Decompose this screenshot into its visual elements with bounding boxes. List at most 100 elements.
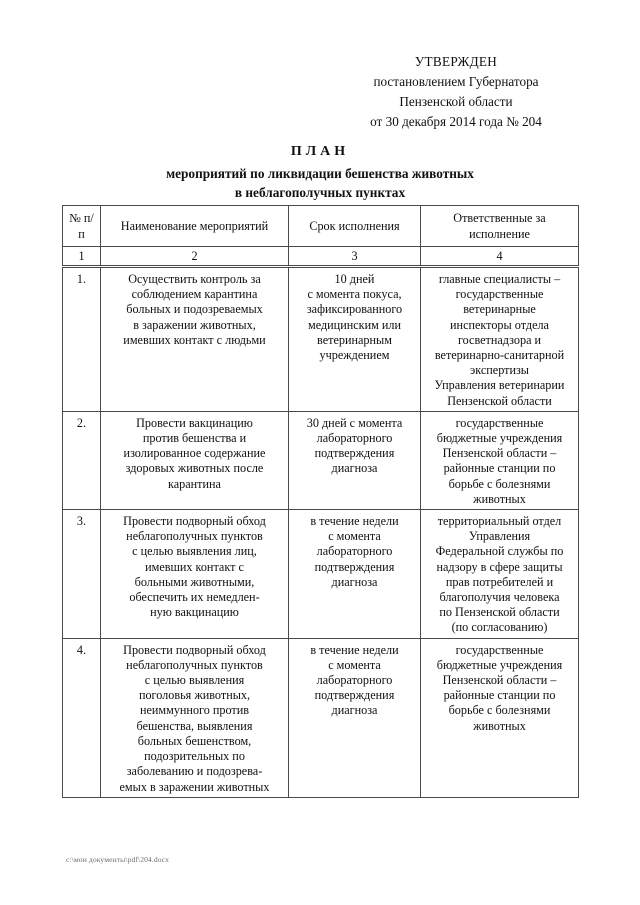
cell-text-line: подтверждения <box>314 559 395 574</box>
cell-text-line: емых в заражении животных <box>119 779 270 794</box>
cell-text-line: больными животными, <box>134 574 255 589</box>
cell-text-line: государственные <box>455 415 544 430</box>
cell-text-line: ветеринарные <box>463 302 536 317</box>
header-term-line-1: Срок <box>309 219 336 233</box>
cell-text-line: бюджетные учреждения <box>436 657 563 672</box>
document-title-block: ПЛАН мероприятий по ликвидации бешенства… <box>62 142 578 202</box>
cell-text-line: обеспечить их немедлен- <box>129 590 260 605</box>
title-subtitle-line-1: мероприятий по ликвидации бешенства живо… <box>166 166 474 181</box>
cell-text-line: больных бешенством, <box>137 733 252 748</box>
cell-text-line: больных и подозреваемых <box>126 302 263 317</box>
cell-text-line: борьбе с болезнями <box>448 476 551 491</box>
cell-text-line: с момента <box>328 529 381 544</box>
cell-text-line: диагноза <box>331 461 378 476</box>
cell-text-line: ную вакцинацию <box>150 605 239 620</box>
header-measure-line-1: Наименование <box>120 219 197 233</box>
cell-text-line: медицинским или <box>308 317 401 332</box>
header-cell-measure: Наименование мероприятий <box>100 205 289 247</box>
cell-text-line: Управления <box>468 529 531 544</box>
table-column-numbering-row: 1 2 3 4 <box>62 246 579 268</box>
cell-text-line: Провести подворный обход <box>123 642 266 657</box>
row-index: 2. <box>62 410 101 511</box>
cell-text-line: главные специалисты – <box>438 272 561 286</box>
cell-text-line: изолированное содержание <box>123 446 266 461</box>
row-index: 1. <box>62 266 101 412</box>
cell-text-line: надзору в сфере защиты <box>436 559 563 574</box>
cell-text-line: инспекторы отдела <box>450 317 549 332</box>
cell-text-line: Управления ветеринарии <box>434 378 565 393</box>
cell-text-line: с момента <box>328 657 381 672</box>
cell-text-line: поголовья животных, <box>138 688 251 703</box>
title-subtitle-line-2: в неблагополучных пунктах <box>234 185 406 200</box>
cell-text-line: подозрительных по <box>144 749 245 764</box>
header-responsible-line-1: Ответственные <box>453 211 533 225</box>
cell-text-line: неблагополучных пунктов <box>126 657 263 672</box>
cell-text-line: имевших контакт с людьми <box>123 332 266 347</box>
header-number-line-2: п/п <box>78 211 94 241</box>
cell-text-line: Пензенской области – <box>442 446 557 461</box>
cell-text-line: государственные <box>455 642 544 657</box>
cell-text-line: 30 дней с момента <box>306 415 403 430</box>
cell-text-line: в течение недели <box>310 514 399 529</box>
cell-text-line: лабораторного <box>316 673 393 688</box>
cell-text-line: животных <box>473 718 526 733</box>
approval-line-4: от 30 декабря 2014 года № 204 <box>370 114 542 129</box>
cell-text-line: карантина <box>168 476 221 491</box>
cell-text-line: с момента покуса, <box>307 287 402 302</box>
cell-text-line: животных <box>473 491 526 506</box>
cell-text-line: подтверждения <box>314 446 395 461</box>
column-number-1: 1 <box>62 246 101 268</box>
cell-text-line: районные станции по <box>443 461 556 476</box>
cell-text-line: территориальный отдел <box>437 514 562 529</box>
cell-text-line: заболеванию и подозрева- <box>126 764 263 779</box>
cell-text-line: с целью выявления лиц, <box>132 544 257 559</box>
header-responsible-line-2: за исполнение <box>469 211 546 241</box>
cell-text-line: лабораторного <box>316 544 393 559</box>
cell-text-line: Федеральной службы по <box>435 544 564 559</box>
cell-text-line: 10 дней <box>334 272 375 286</box>
cell-text-line: соблюдением карантина <box>131 287 258 302</box>
header-cell-number: № п/п <box>62 205 101 247</box>
approval-line-3: Пензенской области <box>399 94 513 109</box>
cell-text-line: по Пензенской области <box>439 605 560 620</box>
header-cell-responsible: Ответственные за исполнение <box>420 205 579 247</box>
cell-text-line: здоровых животных после <box>125 461 264 476</box>
header-number-line-1: № <box>69 211 81 225</box>
cell-text-line: государственные <box>455 287 544 302</box>
column-number-3: 3 <box>288 246 421 268</box>
cell-text-line: ветеринарно-санитарной <box>434 348 565 363</box>
cell-text-line: Провести подворный обход <box>123 514 266 529</box>
cell-text-line: госветнадзора и <box>457 332 542 347</box>
approval-line-2: постановлением Губернатора <box>373 74 539 89</box>
footer-file-path: c:\мои документы\pdf\204.docx <box>66 855 170 864</box>
row-index: 4. <box>62 637 101 798</box>
table-header-row: № п/п Наименование мероприятий Срок испо… <box>62 205 579 247</box>
column-number-4: 4 <box>420 246 579 268</box>
cell-text-line: Осуществить контроль за <box>128 272 261 286</box>
cell-text-line: Пензенской области – <box>442 673 557 688</box>
cell-text-line: диагноза <box>331 703 378 718</box>
cell-text-line: в течение недели <box>310 642 399 657</box>
header-term-line-2: исполнения <box>338 219 400 233</box>
cell-text-line: учреждением <box>319 348 390 363</box>
plan-table: № п/п Наименование мероприятий Срок испо… <box>62 205 579 798</box>
cell-text-line: неиммунного против <box>139 703 250 718</box>
cell-text-line: Провести вакцинацию <box>136 415 253 430</box>
cell-text-line: зафиксированного <box>306 302 403 317</box>
cell-text-line: подтверждения <box>314 688 395 703</box>
cell-text-line: ветеринарным <box>317 332 392 347</box>
cell-text-line: борьбе с болезнями <box>448 703 551 718</box>
approval-block: УТВЕРЖДЕН постановлением Губернатора Пен… <box>330 52 582 132</box>
row-index: 3. <box>62 509 101 639</box>
